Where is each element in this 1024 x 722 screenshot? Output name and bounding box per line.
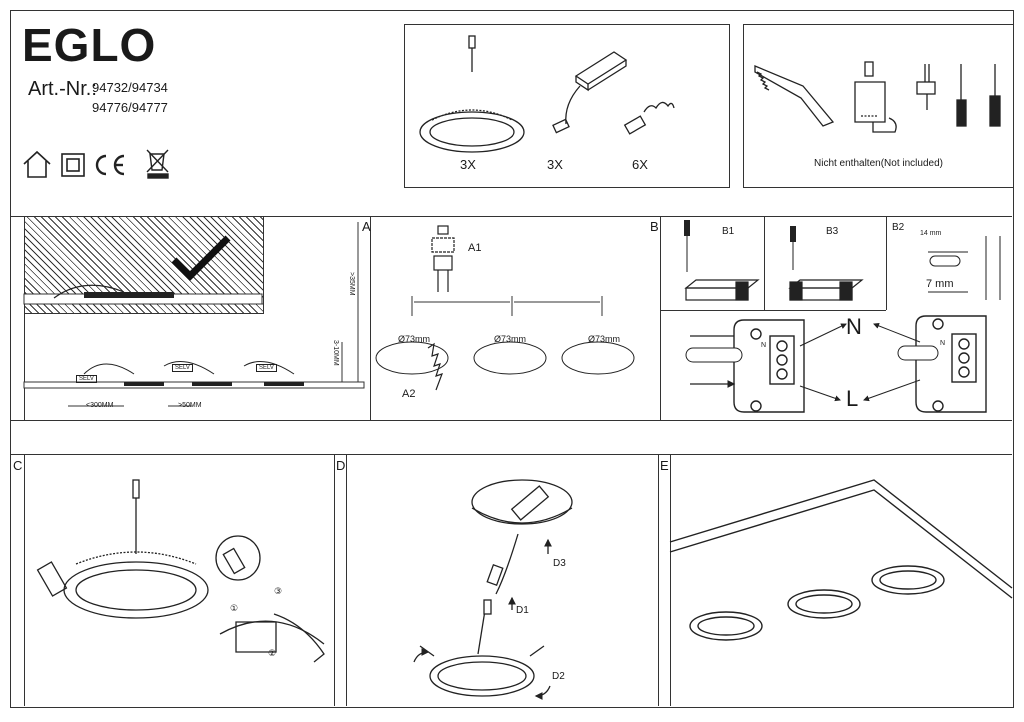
screwdriver-icon <box>989 64 1001 127</box>
weee-crossed-bin-icon <box>146 149 169 179</box>
driver-icon <box>684 279 864 301</box>
divider <box>24 454 25 706</box>
panel-a-diagram <box>375 225 635 391</box>
package-contents <box>404 24 730 188</box>
panel-d-letter: D <box>336 458 346 473</box>
class-ii-double-square-icon <box>61 153 85 177</box>
diameter-1: Ø73mm <box>398 334 431 344</box>
terminal-block-right <box>915 315 987 413</box>
article-number-1: 94732/94734 <box>92 80 168 95</box>
tools-not-included: Nicht enthalten(Not included) <box>814 158 943 169</box>
label-clearance: 3-10MM <box>332 340 339 366</box>
step-c1: ① <box>230 603 239 613</box>
ceiling-installation-diagram <box>23 222 365 407</box>
hole-saw-icon <box>431 225 455 292</box>
step-d2: D2 <box>552 671 565 682</box>
step-a2: A2 <box>402 388 416 400</box>
divider <box>658 454 659 706</box>
screwdriver-icon <box>684 220 796 272</box>
terminal-n-label: N <box>846 314 862 339</box>
divider <box>10 454 1012 455</box>
divider <box>660 310 886 311</box>
panel-d-diagram <box>413 479 573 700</box>
brand-logo: EGLO <box>22 19 157 71</box>
qty-panel: 3X <box>460 157 476 172</box>
led-panel-icon <box>419 35 525 153</box>
screwdriver-icon <box>956 64 967 127</box>
label-driver-distance: <300MM <box>86 402 114 409</box>
divider <box>660 216 661 420</box>
wire-stripper-icon <box>916 64 936 110</box>
diameter-2: Ø73mm <box>494 334 527 344</box>
step-d1: D1 <box>516 605 529 616</box>
ce-mark-icon <box>95 154 125 176</box>
divider <box>370 216 371 420</box>
label-depth: >35MM <box>348 272 355 296</box>
terminal-block-left <box>733 319 805 413</box>
divider <box>764 216 765 310</box>
divider <box>10 216 1012 217</box>
label-min-distance: >50MM <box>178 402 202 409</box>
selv-label: SELV <box>76 375 97 383</box>
panel-a-letter: A <box>362 219 371 234</box>
step-b2: B2 <box>892 222 905 233</box>
terminal-n-small: N <box>940 340 946 347</box>
panel-b-letter: B <box>650 219 659 234</box>
divider <box>886 216 887 310</box>
selv-label: SELV <box>172 364 193 372</box>
diameter-3: Ø73mm <box>588 334 621 344</box>
checkmark-icon <box>171 235 231 281</box>
selv-label: SELV <box>256 364 277 372</box>
article-label: Art.-Nr.: <box>28 78 97 100</box>
step-b1: B1 <box>722 226 735 237</box>
qty-clip: 6X <box>632 157 648 172</box>
panel-e-letter: E <box>660 458 669 473</box>
contents-illustrations <box>419 35 675 153</box>
panel-c-letter: C <box>13 458 23 473</box>
tools-illustrations <box>754 61 1001 133</box>
step-c2: ② <box>268 648 277 658</box>
step-b3: B3 <box>826 226 839 237</box>
qty-driver: 3X <box>547 157 563 172</box>
panel-c-diagram <box>36 479 325 663</box>
indoor-house-icon <box>23 150 51 178</box>
divider <box>670 454 671 706</box>
divider <box>334 454 335 706</box>
divider <box>24 216 25 420</box>
terminal-l-label: L <box>846 386 859 411</box>
step-d3: D3 <box>553 558 566 569</box>
spring-clip-icon <box>623 101 675 135</box>
driver-icon <box>552 51 628 134</box>
saw-icon <box>754 65 835 127</box>
required-tools <box>743 24 1014 188</box>
terminal-n-small: N <box>761 342 767 349</box>
step-a1: A1 <box>468 242 482 254</box>
hole-saw-drill-icon <box>854 61 897 133</box>
article-number-2: 94776/94777 <box>92 100 168 115</box>
certification-icons <box>23 149 169 179</box>
panel-e-diagram <box>669 479 1013 641</box>
strip-length-14mm: 14 mm <box>920 230 942 237</box>
divider <box>346 454 347 706</box>
panel-b-wiring-diagram <box>684 220 1001 413</box>
strip-length-7mm: 7 mm <box>926 278 954 290</box>
divider <box>10 420 1012 421</box>
step-c3: ③ <box>274 586 283 596</box>
